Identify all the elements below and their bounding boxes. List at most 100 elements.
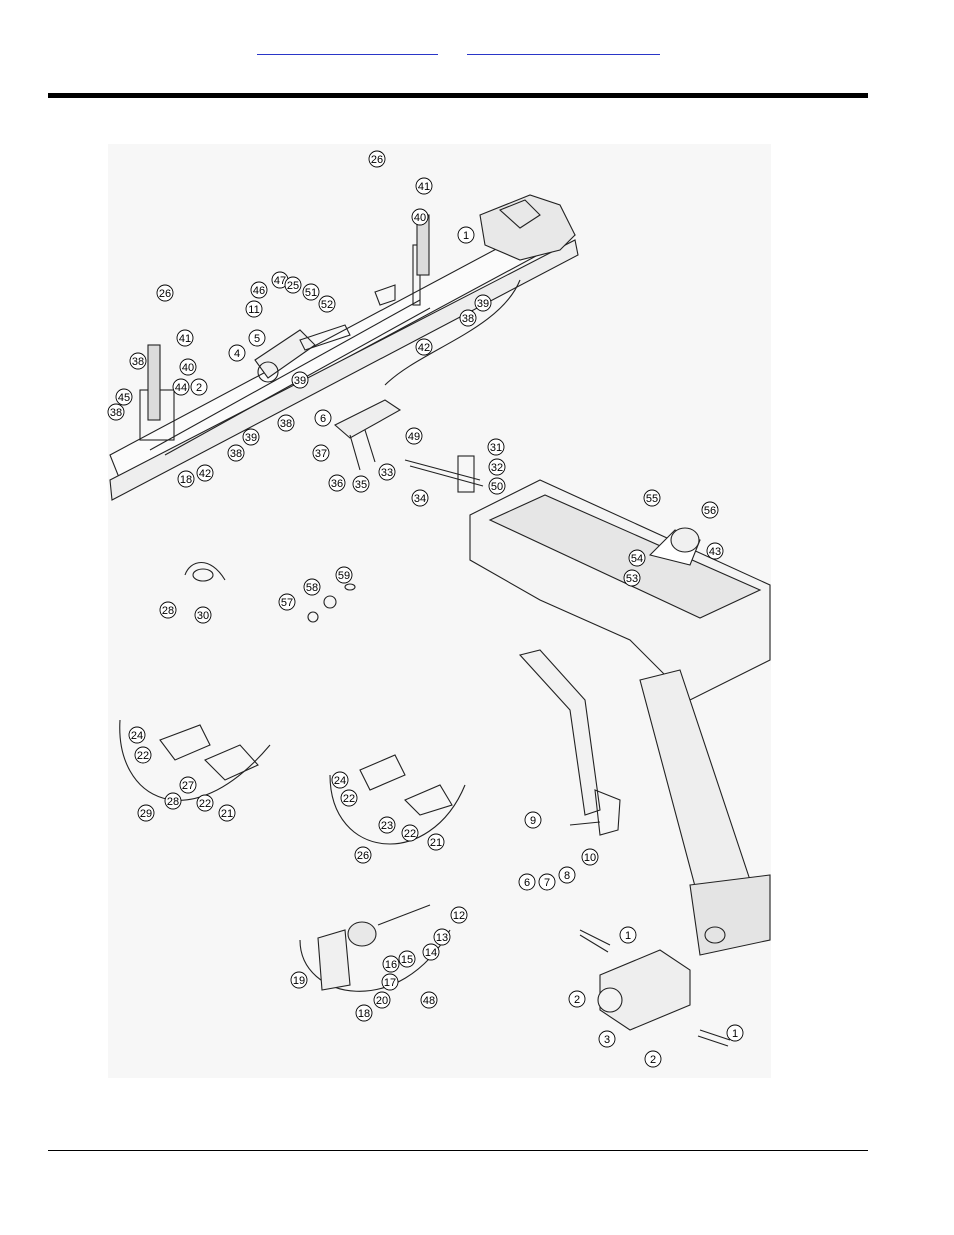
callout-1: 1	[727, 1025, 743, 1041]
callout-label: 50	[491, 481, 503, 493]
callout-44: 44	[173, 379, 189, 395]
callout-40: 40	[412, 209, 428, 225]
callout-label: 27	[182, 780, 194, 792]
callout-label: 48	[423, 995, 435, 1007]
callout-label: 52	[321, 299, 333, 311]
callout-label: 5	[254, 333, 260, 345]
callout-label: 43	[709, 546, 721, 558]
callout-26: 26	[355, 847, 371, 863]
callout-label: 47	[274, 275, 286, 287]
callout-label: 38	[230, 448, 242, 460]
callout-label: 39	[294, 375, 306, 387]
callout-45: 45	[116, 389, 132, 405]
callout-label: 18	[358, 1008, 370, 1020]
callout-34: 34	[412, 490, 428, 506]
callout-label: 4	[234, 348, 240, 360]
callout-39: 39	[292, 372, 308, 388]
callout-label: 32	[491, 462, 503, 474]
callout-19: 19	[291, 972, 307, 988]
callout-label: 51	[305, 287, 317, 299]
callout-label: 14	[425, 947, 437, 959]
callout-label: 26	[357, 850, 369, 862]
callout-label: 54	[631, 553, 643, 565]
callout-label: 41	[418, 181, 430, 193]
callout-label: 44	[175, 382, 187, 394]
callout-21: 21	[219, 805, 235, 821]
callout-39: 39	[243, 429, 259, 445]
callout-label: 38	[462, 313, 474, 325]
callout-49: 49	[406, 428, 422, 444]
callout-label: 25	[287, 280, 299, 292]
callout-label: 26	[159, 288, 171, 300]
callout-label: 55	[646, 493, 658, 505]
callout-label: 19	[293, 975, 305, 987]
callout-53: 53	[624, 570, 640, 586]
callout-label: 2	[650, 1054, 656, 1066]
callout-label: 6	[524, 877, 530, 889]
callout-2: 2	[191, 379, 207, 395]
callout-label: 24	[131, 730, 143, 742]
callout-label: 57	[281, 597, 293, 609]
callout-52: 52	[319, 296, 335, 312]
callout-label: 45	[118, 392, 130, 404]
callout-25: 25	[285, 277, 301, 293]
callout-33: 33	[379, 464, 395, 480]
callout-38: 38	[108, 404, 124, 420]
callout-label: 59	[338, 570, 350, 582]
callout-38: 38	[278, 415, 294, 431]
callout-label: 28	[167, 796, 179, 808]
callout-label: 39	[245, 432, 257, 444]
callout-42: 42	[197, 465, 213, 481]
callout-label: 1	[732, 1028, 738, 1040]
callout-label: 42	[418, 342, 430, 354]
callout-1: 1	[458, 227, 474, 243]
callout-42: 42	[416, 339, 432, 355]
callout-label: 49	[408, 431, 420, 443]
callout-label: 53	[626, 573, 638, 585]
callout-label: 30	[197, 610, 209, 622]
callout-4: 4	[229, 345, 245, 361]
callout-6: 6	[315, 410, 331, 426]
callout-26: 26	[157, 285, 173, 301]
callout-20: 20	[374, 992, 390, 1008]
callout-18: 18	[356, 1005, 372, 1021]
callout-40: 40	[180, 359, 196, 375]
callout-13: 13	[434, 929, 450, 945]
callout-label: 40	[182, 362, 194, 374]
callout-label: 18	[180, 474, 192, 486]
callout-29: 29	[138, 805, 154, 821]
callout-10: 10	[582, 849, 598, 865]
callout-label: 39	[477, 298, 489, 310]
callout-2: 2	[569, 991, 585, 1007]
callout-22: 22	[402, 825, 418, 841]
callout-label: 41	[179, 333, 191, 345]
callout-31: 31	[488, 439, 504, 455]
callout-16: 16	[383, 956, 399, 972]
callout-5: 5	[249, 330, 265, 346]
callout-label: 2	[196, 382, 202, 394]
callout-label: 34	[414, 493, 426, 505]
callout-label: 36	[331, 478, 343, 490]
callout-label: 20	[376, 995, 388, 1007]
callout-label: 13	[436, 932, 448, 944]
callout-label: 24	[334, 775, 346, 787]
callout-12: 12	[451, 907, 467, 923]
callout-9: 9	[525, 812, 541, 828]
callout-label: 8	[564, 870, 570, 882]
callout-24: 24	[129, 727, 145, 743]
callout-26: 26	[369, 151, 385, 167]
callout-label: 56	[704, 505, 716, 517]
callout-label: 42	[199, 468, 211, 480]
callout-54: 54	[629, 550, 645, 566]
callout-label: 37	[315, 448, 327, 460]
callout-15: 15	[399, 951, 415, 967]
callout-39: 39	[475, 295, 491, 311]
callout-label: 26	[371, 154, 383, 166]
callout-35: 35	[353, 476, 369, 492]
callout-18: 18	[178, 471, 194, 487]
callout-21: 21	[428, 834, 444, 850]
callout-23: 23	[379, 817, 395, 833]
callout-label: 28	[162, 605, 174, 617]
callout-56: 56	[702, 502, 718, 518]
